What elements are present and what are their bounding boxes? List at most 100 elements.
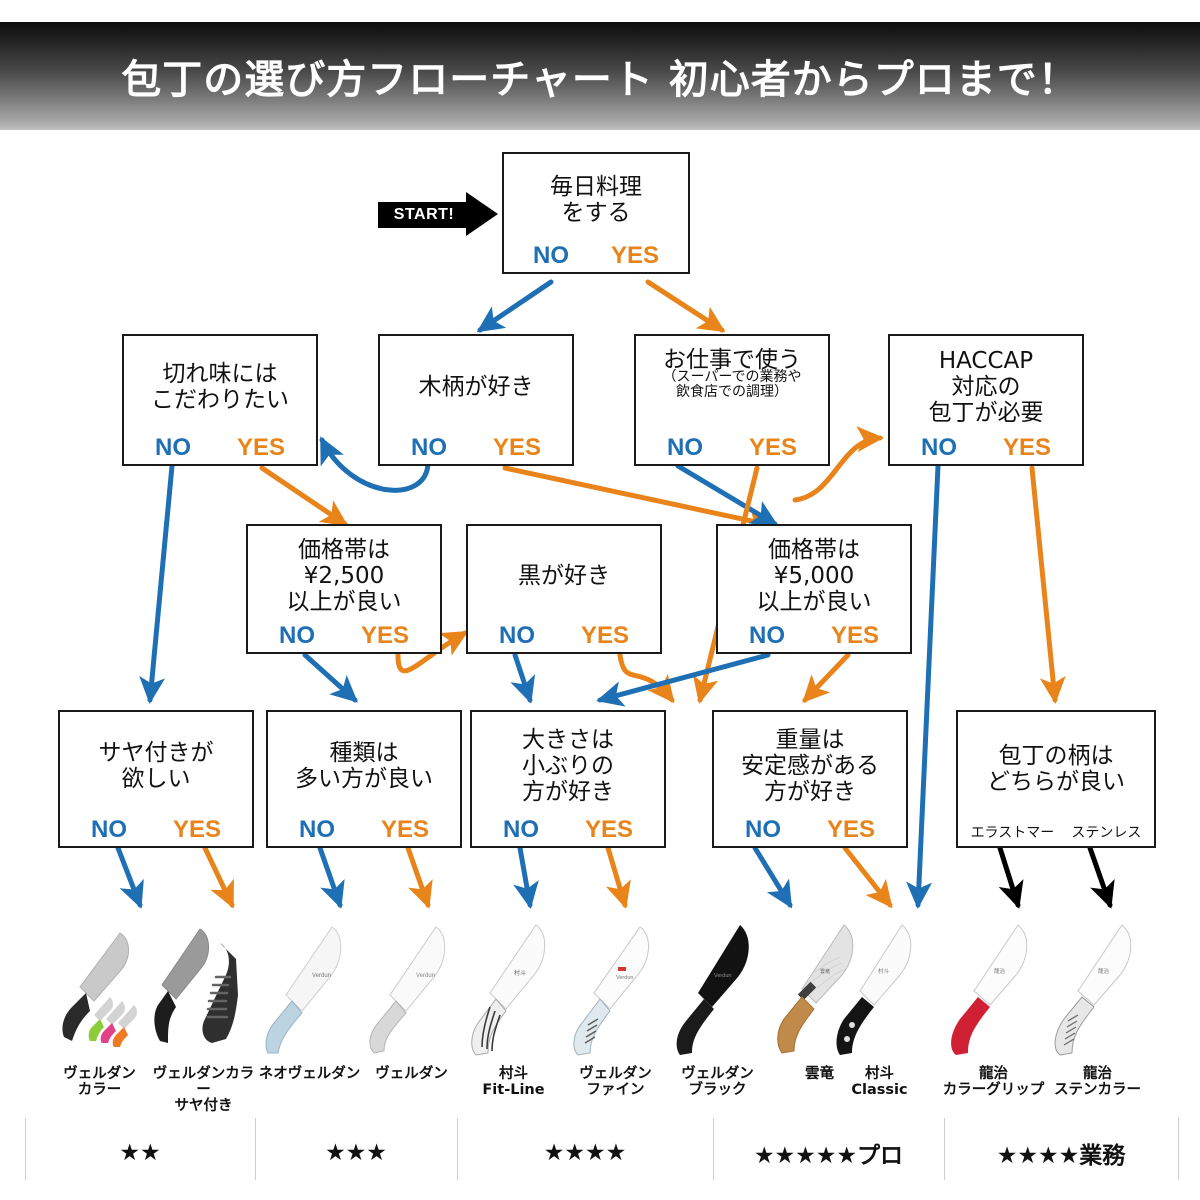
svg-text:Verdun: Verdun <box>714 973 731 979</box>
answer-yes[interactable]: YES <box>360 622 409 649</box>
start-arrow-body: START! <box>378 202 470 228</box>
rating-cell: ★★★★業務 <box>996 1143 1126 1169</box>
svg-text:村斗: 村斗 <box>878 967 890 975</box>
product-name: ヴェルダン ファイン <box>579 1066 652 1098</box>
answer-no[interactable]: NO <box>498 622 535 649</box>
answer-no[interactable]: NO <box>154 434 191 461</box>
decision-node-size-small[interactable]: 大きさは 小ぶりの 方が好き NO YES <box>470 710 666 848</box>
answer-no[interactable]: NO <box>278 622 315 649</box>
decision-node-variety[interactable]: 種類は 多い方が良い NO YES <box>266 710 462 848</box>
decision-node-daily-cooking[interactable]: 毎日料理 をする NO YES <box>502 152 690 274</box>
knife-icon-verdun-color-sheath <box>153 915 254 1065</box>
answer-no[interactable]: NO <box>90 816 127 843</box>
product-item[interactable]: Verdun ネオヴェルダン <box>258 915 361 1200</box>
answer-no[interactable]: NO <box>410 434 447 461</box>
product-name: 龍治 カラーグリップ <box>942 1066 1045 1098</box>
rating-divider <box>25 1118 26 1180</box>
product-item[interactable]: ヴェルダン カラー <box>48 915 151 1200</box>
answer-yes[interactable]: YES <box>1002 434 1051 461</box>
decision-node-sheath[interactable]: サヤ付きが 欲しい NO YES <box>58 710 254 848</box>
product-item[interactable]: Verdun ヴェルダン ファイン <box>564 915 667 1200</box>
rating-divider <box>713 1118 714 1180</box>
product-name: ヴェルダンカラー サヤ付き <box>152 1066 255 1114</box>
svg-text:龍治: 龍治 <box>1098 967 1110 975</box>
node-text: HACCAP 対応の 包丁が必要 <box>928 348 1044 426</box>
answer-yes[interactable]: YES <box>172 816 221 843</box>
knife-icon-ryuji-colorgrip: 龍治 <box>944 915 1044 1065</box>
decision-node-sharpness[interactable]: 切れ味には こだわりたい NO YES <box>122 334 318 466</box>
answer-yes[interactable]: YES <box>830 622 879 649</box>
answer-no[interactable]: NO <box>748 622 785 649</box>
answer-no[interactable]: NO <box>744 816 781 843</box>
answer-yes[interactable]: YES <box>826 816 875 843</box>
node-text: サヤ付きが 欲しい <box>98 740 214 792</box>
answer-no[interactable]: NO <box>920 434 957 461</box>
answer-yes[interactable]: YES <box>610 242 659 269</box>
rating-cell: ★★★ <box>325 1140 387 1166</box>
svg-text:Verdun: Verdun <box>616 975 633 981</box>
answer-yes[interactable]: YES <box>492 434 541 461</box>
product-item[interactable]: Verdun ヴェルダン ブラック <box>666 915 769 1200</box>
svg-text:雲竜: 雲竜 <box>820 968 830 975</box>
node-text: 価格帯は ¥5,000 以上が良い <box>756 537 872 615</box>
node-text: 切れ味には こだわりたい <box>151 361 289 413</box>
node-answers: エラストマー ステンレス <box>958 822 1154 846</box>
node-text: 重量は 安定感がある 方が好き <box>741 727 879 805</box>
product-name: ヴェルダン <box>375 1066 448 1082</box>
answer-stainless[interactable]: ステンレス <box>1071 825 1142 841</box>
node-text: 大きさは 小ぶりの 方が好き <box>522 727 614 805</box>
rating-row: ★★ ★★★ ★★★★ ★★★★★プロ ★★★★業務 <box>0 1123 1200 1183</box>
product-item[interactable]: 龍治 龍治 ステンカラー <box>1046 915 1149 1200</box>
answer-yes[interactable]: YES <box>236 434 285 461</box>
node-answers: NO YES <box>124 434 316 464</box>
node-text: 包丁の柄は どちらが良い <box>987 743 1125 795</box>
decision-node-professional-use[interactable]: お仕事で使う （スーパーでの業務や 飲食店での調理） NO YES <box>634 334 830 466</box>
node-answers: NO YES <box>890 434 1082 464</box>
product-name: 村斗 Fit-Line <box>482 1066 545 1098</box>
node-subtext: （スーパーでの業務や 飲食店での調理） <box>662 368 802 401</box>
answer-no[interactable]: NO <box>666 434 703 461</box>
node-text: お仕事で使う <box>663 347 801 373</box>
answer-yes[interactable]: YES <box>748 434 797 461</box>
answer-elastomer[interactable]: エラストマー <box>970 825 1055 841</box>
knife-icon-verdun-fine: Verdun <box>566 915 666 1065</box>
node-answers: NO YES <box>248 622 440 652</box>
product-item[interactable]: 雲竜 雲竜 <box>768 915 871 1200</box>
knife-icon-murato-fitline: 村斗 <box>464 915 564 1065</box>
decision-node-haccap[interactable]: HACCAP 対応の 包丁が必要 NO YES <box>888 334 1084 466</box>
decision-node-likes-black[interactable]: 黒が好き NO YES <box>466 524 662 654</box>
svg-text:Verdun: Verdun <box>312 973 331 979</box>
answer-yes[interactable]: YES <box>380 816 429 843</box>
product-item[interactable]: 龍治 龍治 カラーグリップ <box>942 915 1045 1200</box>
product-name: ヴェルダン カラー <box>63 1066 136 1098</box>
decision-node-handle-material[interactable]: 包丁の柄は どちらが良い エラストマー ステンレス <box>956 710 1156 848</box>
rating-cell: ★★★★★プロ <box>753 1143 904 1169</box>
rating-divider <box>255 1118 256 1180</box>
answer-no[interactable]: NO <box>532 242 569 269</box>
node-answers: NO YES <box>718 622 910 652</box>
decision-node-weight-stability[interactable]: 重量は 安定感がある 方が好き NO YES <box>712 710 908 848</box>
knife-icon-verdun-color <box>50 915 150 1065</box>
answer-yes[interactable]: YES <box>580 622 629 649</box>
product-item[interactable]: 村斗 村斗 Fit-Line <box>462 915 565 1200</box>
answer-yes[interactable]: YES <box>584 816 633 843</box>
product-name: ヴェルダン ブラック <box>681 1066 754 1098</box>
node-text: 毎日料理 をする <box>550 174 642 226</box>
node-answers: NO YES <box>60 816 252 846</box>
product-item[interactable]: ヴェルダンカラー サヤ付き <box>152 915 255 1200</box>
product-item[interactable]: Verdun ヴェルダン <box>360 915 463 1200</box>
knife-icon-murato-classic: 村斗 <box>830 915 930 1065</box>
rating-divider <box>944 1118 945 1180</box>
product-item[interactable]: 村斗 村斗 Classic <box>828 915 931 1200</box>
product-name: 村斗 Classic <box>851 1066 908 1098</box>
answer-no[interactable]: NO <box>298 816 335 843</box>
product-gallery: ヴェルダン カラー ヴェルダンカラー サヤ付き Verdun <box>0 915 1200 1200</box>
decision-node-price-2500[interactable]: 価格帯は ¥2,500 以上が良い NO YES <box>246 524 442 654</box>
decision-node-price-5000[interactable]: 価格帯は ¥5,000 以上が良い NO YES <box>716 524 912 654</box>
node-answers: NO YES <box>468 622 660 652</box>
page-title: 包丁の選び方フローチャート 初心者からプロまで！ <box>121 57 1079 103</box>
start-arrow: START! <box>378 192 498 236</box>
answer-no[interactable]: NO <box>502 816 539 843</box>
decision-node-wood-handle[interactable]: 木柄が好き NO YES <box>378 334 574 466</box>
page-header: 包丁の選び方フローチャート 初心者からプロまで！ <box>0 22 1200 130</box>
